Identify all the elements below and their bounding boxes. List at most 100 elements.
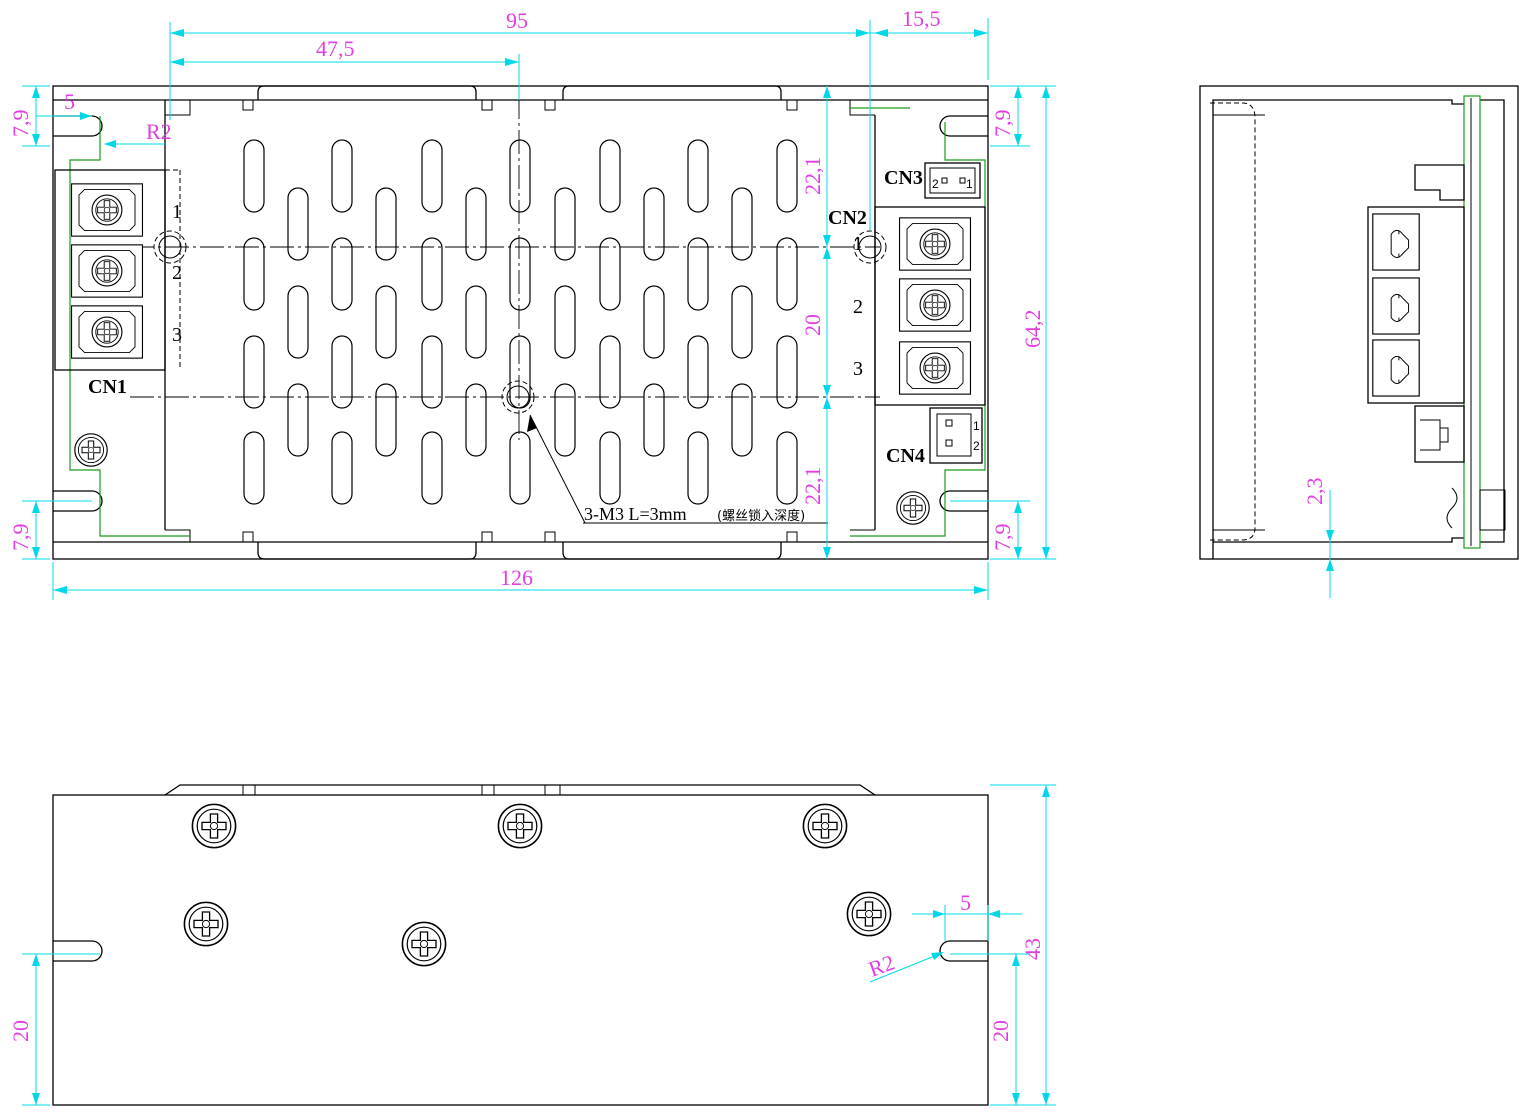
vent-slot (375, 187, 397, 261)
dim-20-mid: 20 (800, 314, 825, 336)
cn4-header (929, 407, 983, 464)
vent-slot (687, 139, 709, 213)
vent-slot (776, 237, 798, 311)
cn4-label: CN4 (886, 445, 925, 467)
vent-slot (687, 431, 709, 505)
dim-7-9-bottom-left: 7,9 (8, 524, 33, 552)
dim-20-bottom-right: 20 (988, 1020, 1013, 1042)
dim-5-top: 5 (64, 89, 75, 114)
pcb-edge (1463, 95, 1481, 549)
screw-note: 3-M3 L=3mm (584, 504, 687, 524)
dim-7-9-top-left: 7,9 (8, 110, 33, 138)
vent-slot (776, 335, 798, 409)
dim-5-bottom: 5 (960, 890, 971, 915)
terminal-screw-icon (70, 305, 144, 359)
vent-slot (421, 431, 443, 505)
vent-slot (731, 187, 753, 261)
phillips-screw-icon (74, 433, 108, 467)
phillips-screw-icon (802, 803, 848, 849)
terminal-screw-icon (70, 244, 144, 298)
dim-r2-bottom: R2 (865, 949, 898, 981)
vent-slot (599, 139, 621, 213)
vent-slot (243, 139, 265, 213)
side-view: 2,3 (1199, 85, 1519, 598)
vent-slot (687, 335, 709, 409)
vent-slot (599, 335, 621, 409)
vent-slot (421, 335, 443, 409)
dim-20-bottom-left: 20 (8, 1020, 33, 1042)
vent-slot (421, 139, 443, 213)
cn2-terminal-block (874, 206, 986, 406)
vent-slot (243, 431, 265, 505)
terminal-screw-icon (898, 217, 972, 271)
dim-22-1-bottom: 22,1 (800, 467, 825, 506)
phillips-screw-icon (846, 891, 892, 937)
top-view-outline (52, 85, 989, 560)
vent-slot (509, 237, 531, 311)
terminal-screw-icon (898, 278, 972, 332)
cn2-label: CN2 (828, 207, 867, 229)
cn3-label: CN3 (884, 167, 923, 189)
vent-slot (599, 237, 621, 311)
vent-slot (331, 335, 353, 409)
vent-slot (776, 431, 798, 505)
vent-slot (465, 383, 487, 457)
top-dimensions: 95 47,5 15,5 7,9 5 R2 7,9 22,1 20 (8, 6, 1056, 600)
cn4-pin-2: 2 (973, 439, 980, 453)
vent-slot (687, 237, 709, 311)
vent-slot (731, 285, 753, 359)
phillips-screw-icon (401, 921, 447, 967)
vent-slot (509, 431, 531, 505)
cn1-pin-1: 1 (172, 201, 182, 223)
ventilation-slots (243, 139, 798, 505)
dim-22-1-top: 22,1 (800, 157, 825, 196)
vent-slot (375, 285, 397, 359)
screw-note-detail: (螺丝锁入深度) (717, 508, 805, 524)
terminal-screw-icon (898, 341, 972, 395)
cn1-terminal-block (54, 169, 181, 371)
cn3-pin-2: 2 (932, 177, 939, 191)
vent-slot (554, 187, 576, 261)
vent-slot (331, 237, 353, 311)
vent-slot (643, 187, 665, 261)
dim-r2-top: R2 (146, 119, 172, 144)
cn2-pin-3: 3 (853, 358, 863, 380)
top-view: 1 2 3 CN1 CN2 1 2 3 CN3 2 1 (52, 60, 989, 560)
side-view-outline (1199, 85, 1519, 560)
vent-slot (331, 431, 353, 505)
vent-slot (287, 383, 309, 457)
mounting-hole-icon (501, 380, 535, 414)
phillips-screw-icon (497, 803, 543, 849)
cn1-label: CN1 (88, 376, 127, 398)
dim-126: 126 (500, 565, 533, 590)
cn3-header (924, 162, 981, 199)
dim-7-9-top-right: 7,9 (990, 110, 1015, 138)
front-view (52, 784, 989, 1106)
cn2-pin-1: 1 (853, 233, 863, 255)
vent-slot (554, 285, 576, 359)
terminal-screw-icon (70, 183, 144, 237)
vent-slot (599, 431, 621, 505)
vent-slot (643, 285, 665, 359)
vent-slot (287, 187, 309, 261)
vent-slot (509, 139, 531, 213)
vent-slot (421, 237, 443, 311)
vent-slot (375, 383, 397, 457)
mounting-hole-icon (153, 230, 187, 264)
cn3-pin-1: 1 (966, 177, 973, 191)
vent-slot (287, 285, 309, 359)
dim-7-9-bottom-right: 7,9 (990, 524, 1015, 552)
terminal-clip-icon (1372, 277, 1420, 335)
phillips-screw-icon (183, 901, 229, 947)
vent-slot (465, 285, 487, 359)
dim-2-3: 2,3 (1302, 478, 1327, 506)
dim-64-2: 64,2 (1020, 310, 1045, 349)
phillips-screw-icon (896, 491, 930, 525)
phillips-screw-icon (191, 803, 237, 849)
front-view-outline (52, 794, 989, 1106)
vent-slot (554, 383, 576, 457)
dim-47-5: 47,5 (316, 36, 355, 61)
vent-slot (331, 139, 353, 213)
vent-slot (465, 187, 487, 261)
